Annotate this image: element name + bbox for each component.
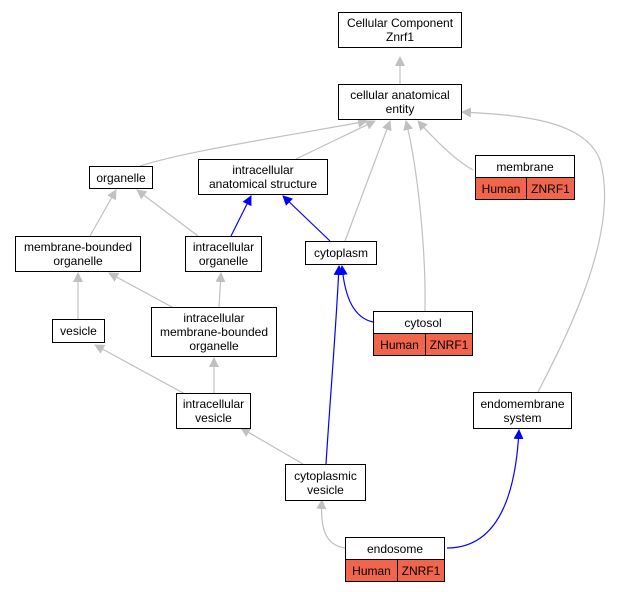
node-label-line: organelle bbox=[53, 254, 103, 268]
annotation-endosome: Human ZNRF1 bbox=[345, 559, 445, 582]
edge-iv-to-vesicle bbox=[94, 344, 186, 395]
edge-endomembrane-to-cae bbox=[461, 107, 606, 393]
node-vesicle[interactable]: vesicle bbox=[52, 319, 105, 343]
edge-endosome-to-endomembrane bbox=[446, 429, 524, 549]
node-label-line: vesicle bbox=[307, 482, 344, 497]
node-label-line: membrane bbox=[496, 159, 554, 174]
node-cytoplasmic-vesicle[interactable]: cytoplasmic vesicle bbox=[285, 464, 366, 501]
node-cellular-anatomical-entity[interactable]: cellular anatomical entity bbox=[338, 84, 462, 120]
annotation-membrane: Human ZNRF1 bbox=[475, 177, 575, 200]
node-label-line: cellular anatomical bbox=[350, 88, 450, 102]
node-intracellular-organelle[interactable]: intracellular organelle bbox=[185, 236, 262, 272]
node-cytosol[interactable]: cytosol bbox=[373, 311, 473, 334]
node-label-line: system bbox=[503, 410, 542, 425]
node-intracellular-anatomical-structure[interactable]: intracellular anatomical structure bbox=[198, 159, 328, 195]
node-label-line: intracellular bbox=[192, 240, 255, 254]
node-label-line: vesicle bbox=[60, 324, 97, 338]
edge-imbo-to-mbo bbox=[108, 272, 173, 308]
node-label-line: intracellular bbox=[232, 163, 294, 177]
edge-cytoplasm-to-cae bbox=[344, 120, 392, 242]
node-label-line: cytoplasmic bbox=[294, 468, 357, 483]
node-label-line: Znrf1 bbox=[385, 30, 414, 44]
node-label-line: organelle bbox=[96, 170, 146, 185]
node-label-line: cytoplasm bbox=[313, 246, 369, 260]
edge-endosome-to-cv bbox=[316, 499, 346, 549]
node-intracellular-membrane-bounded-organelle[interactable]: intracellular membrane-bounded organelle bbox=[151, 307, 277, 357]
edge-membrane-to-cae bbox=[417, 120, 474, 171]
node-membrane[interactable]: membrane bbox=[475, 155, 575, 178]
node-endomembrane-system[interactable]: endomembrane system bbox=[473, 392, 572, 429]
edge-io-to-organelle bbox=[136, 189, 199, 237]
edge-cytosol-to-cae bbox=[403, 120, 426, 312]
node-endosome[interactable]: endosome bbox=[345, 537, 445, 560]
annotation-gene: ZNRF1 bbox=[397, 560, 444, 581]
node-label-line: intracellular bbox=[183, 311, 245, 325]
annotation-species: Human bbox=[346, 560, 397, 581]
edge-organelle-to-cae bbox=[139, 117, 368, 167]
node-label-line: entity bbox=[385, 102, 415, 116]
node-label-line: endomembrane bbox=[480, 396, 565, 411]
node-cellular-component-root[interactable]: Cellular Component Znrf1 bbox=[338, 12, 462, 48]
edge-cv-to-cytoplasm bbox=[325, 265, 344, 465]
node-label-line: membrane-bounded bbox=[159, 325, 269, 339]
node-label-line: membrane-bounded bbox=[23, 240, 133, 254]
annotation-gene: ZNRF1 bbox=[425, 334, 472, 355]
node-cytoplasm[interactable]: cytoplasm bbox=[305, 241, 377, 265]
node-label-line: organelle bbox=[198, 254, 249, 268]
annotation-species: Human bbox=[476, 178, 526, 199]
node-label-line: vesicle bbox=[195, 411, 232, 425]
node-label-line: Cellular Component bbox=[346, 16, 454, 30]
edge-cytoplasm-to-ias bbox=[282, 195, 331, 242]
node-label-line: intracellular bbox=[182, 397, 245, 411]
edge-ias-to-cae bbox=[295, 120, 376, 160]
annotation-species: Human bbox=[374, 334, 425, 355]
edge-imbo-to-io bbox=[215, 272, 226, 308]
node-intracellular-vesicle[interactable]: intracellular vesicle bbox=[176, 393, 251, 429]
annotation-cytosol: Human ZNRF1 bbox=[373, 333, 473, 356]
node-label-line: endosome bbox=[366, 541, 424, 556]
node-organelle[interactable]: organelle bbox=[89, 166, 153, 189]
node-label-line: organelle bbox=[189, 339, 239, 353]
edge-io-to-ias bbox=[230, 195, 252, 237]
edge-mbo-to-organelle bbox=[89, 189, 117, 237]
edge-cv-to-iv bbox=[240, 427, 304, 465]
node-label-line: cytosol bbox=[404, 315, 442, 330]
annotation-gene: ZNRF1 bbox=[526, 178, 574, 199]
node-label-line: anatomical structure bbox=[208, 177, 318, 191]
edge-cytosol-to-cytoplasm bbox=[337, 265, 374, 323]
node-membrane-bounded-organelle[interactable]: membrane-bounded organelle bbox=[15, 236, 141, 272]
